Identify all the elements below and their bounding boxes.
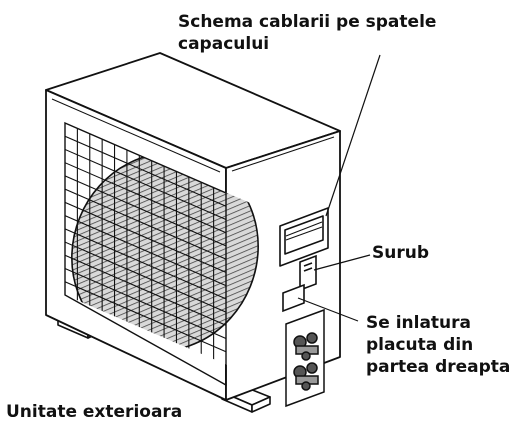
grille-wire (65, 135, 227, 207)
service-valves (285, 308, 325, 408)
leader-lines (297, 54, 381, 322)
fan-grille (64, 121, 262, 387)
grille-wire (65, 162, 227, 234)
screw-icon (299, 254, 317, 292)
outdoor-unit-label: Unitate exterioara (6, 402, 183, 422)
grille-wire (65, 228, 227, 300)
wiring-diagram-label-line-2: capacului (178, 34, 270, 54)
grille-wire (65, 201, 227, 273)
right-plate-label: Se inlatura placuta din partea dreapta (366, 312, 510, 378)
leader-screw (313, 254, 371, 271)
valve-bottom (293, 362, 319, 391)
wiring-diagram-label: Schema cablarii pe spatele capacului (178, 11, 436, 55)
grille-wire (65, 188, 227, 260)
screw-label: Surub (372, 243, 430, 263)
grille-wire (65, 215, 227, 287)
valve-top (293, 332, 319, 361)
right-plate-label-line-3: partea dreapta (366, 357, 511, 377)
grille-wire (65, 148, 227, 220)
wiring-cover (279, 207, 329, 267)
grille-wire (65, 281, 227, 353)
wiring-diagram-label-line-1: Schema cablarii pe spatele (178, 12, 437, 32)
right-plate-label-line-2: placuta din (366, 335, 474, 355)
grille-wire (65, 254, 227, 326)
right-plate (282, 283, 305, 313)
leader-plate (297, 297, 359, 322)
right-plate-label-line-1: Se inlatura (366, 313, 472, 333)
leader-wiring (325, 54, 381, 217)
grille-wire (65, 175, 227, 247)
grille-wire (65, 241, 227, 313)
grille-wire (65, 268, 227, 340)
